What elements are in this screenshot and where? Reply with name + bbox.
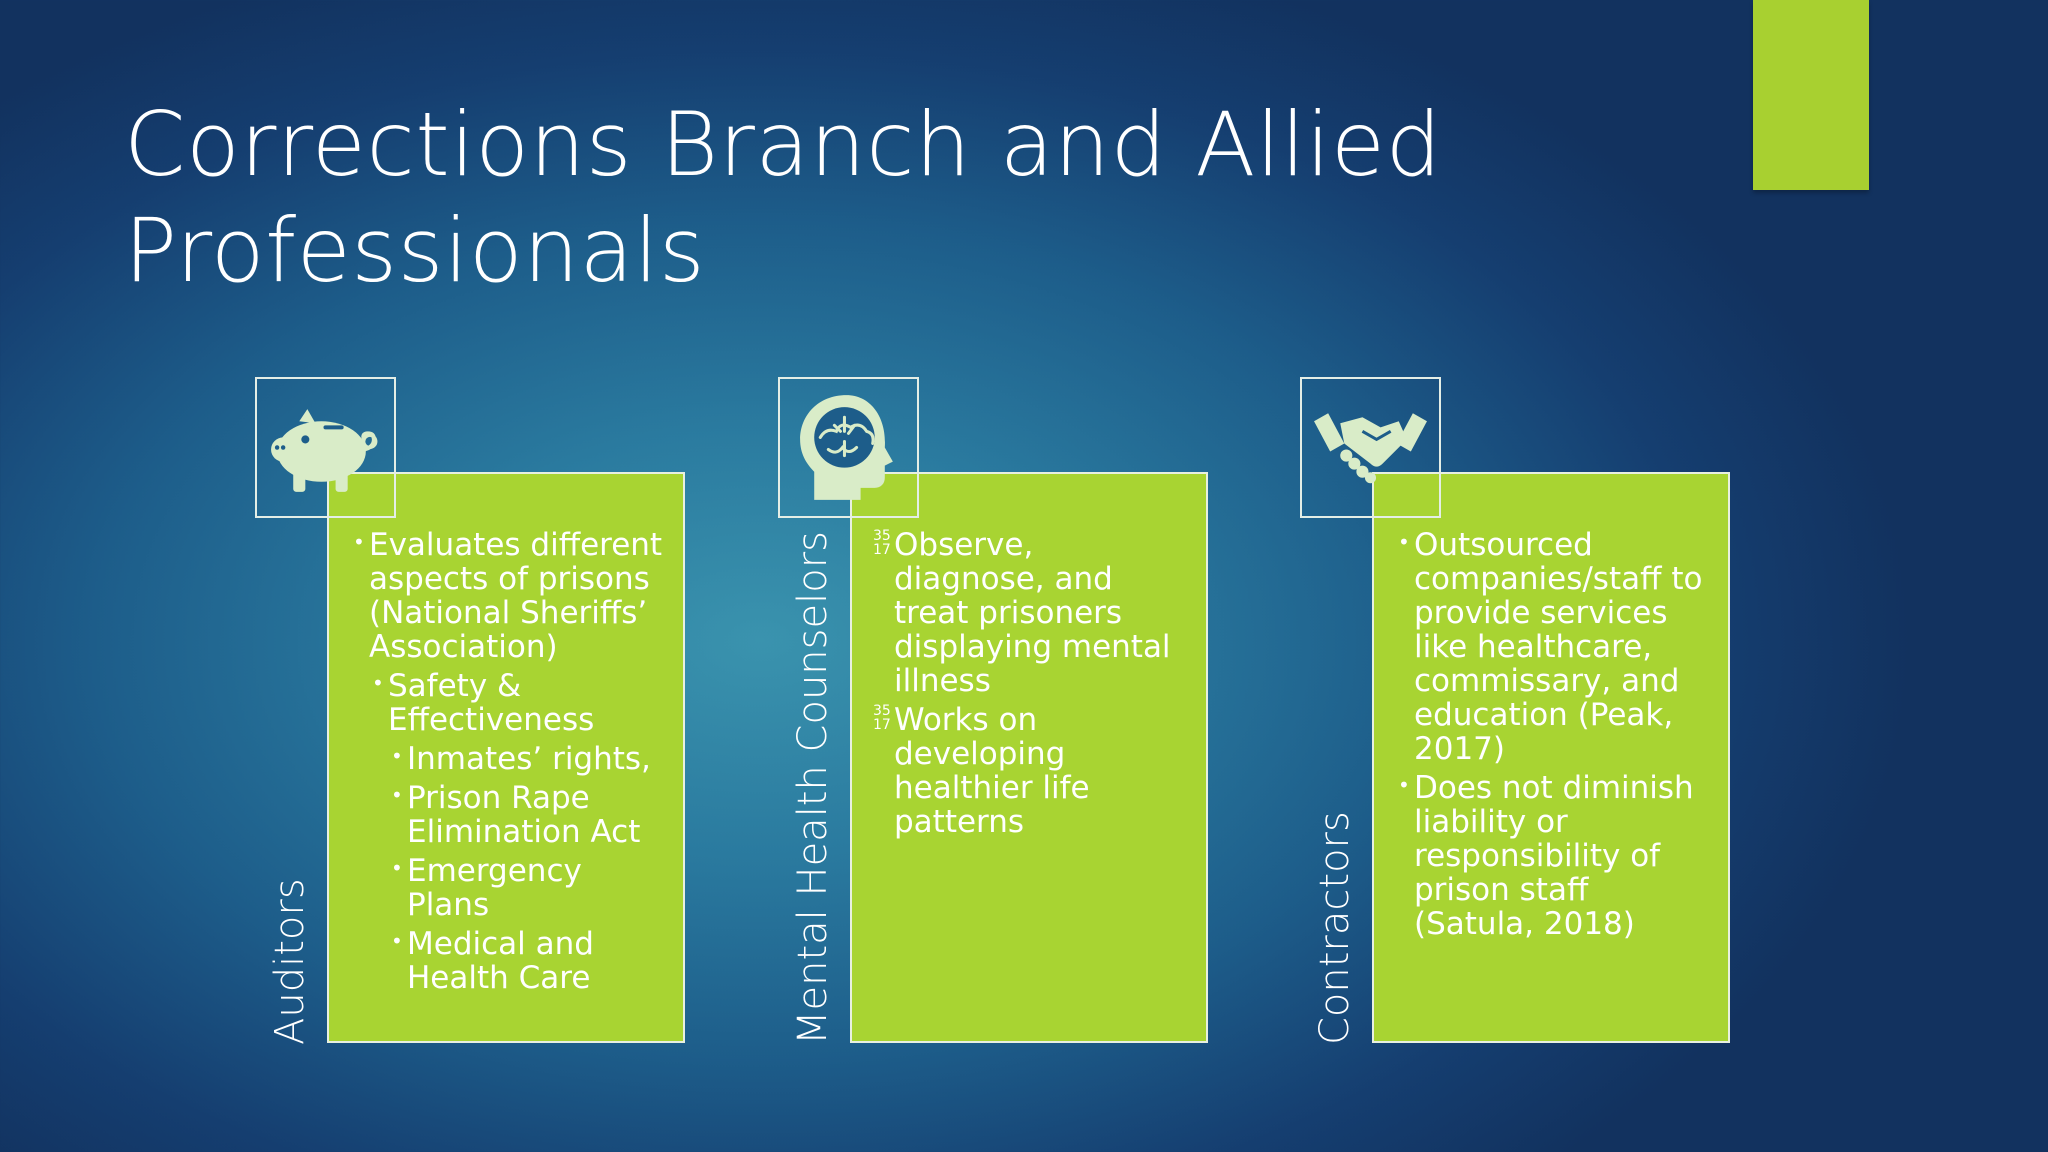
card-panel: Evaluates different aspects of prisons (… — [327, 472, 685, 1043]
card-label: Auditors — [267, 878, 313, 1045]
piggy-bank-icon — [271, 409, 378, 492]
list-item: Emergency Plans — [387, 851, 665, 922]
card-label: Contractors — [1312, 811, 1358, 1045]
bullet-marker: 35 17 — [873, 528, 891, 558]
card-auditors: Evaluates different aspects of prisons (… — [254, 377, 1227, 1045]
list-item: Outsourced companies/staff to provide se… — [1394, 525, 1710, 766]
card-label: Mental Health Counselors — [790, 531, 836, 1045]
list-item: Prison Rape Elimination Act — [387, 778, 665, 849]
list-item: Medical and Health Care — [387, 924, 665, 995]
bullet-list: 35 17 Observe, diagnose, and treat priso… — [872, 528, 1188, 839]
icon-frame — [255, 377, 396, 518]
bullet-list: Evaluates different aspects of prisons (… — [349, 525, 665, 995]
card-mental-health-counselors: 35 17 Observe, diagnose, and treat priso… — [777, 377, 1750, 1045]
handshake-icon — [1314, 413, 1427, 484]
bullet-marker: 35 17 — [873, 703, 891, 733]
list-item: Inmates’ rights, — [387, 739, 665, 776]
card-contractors: Outsourced companies/staff to provide se… — [1299, 377, 2048, 1045]
slide-title: Corrections Branch and Allied Profession… — [124, 93, 1442, 302]
bullet-list: Outsourced companies/staff to provide se… — [1394, 525, 1710, 941]
card-panel: 35 17 Observe, diagnose, and treat priso… — [850, 472, 1208, 1043]
list-item: 35 17 Observe, diagnose, and treat priso… — [873, 527, 1171, 699]
list-item: Evaluates different aspects of prisons (… — [349, 525, 665, 664]
accent-bar — [1753, 0, 1869, 190]
list-item: Safety & Effectiveness — [368, 666, 665, 737]
icon-frame — [778, 377, 919, 518]
card-panel: Outsourced companies/staff to provide se… — [1372, 472, 1730, 1043]
icon-frame — [1300, 377, 1441, 518]
list-item: Does not diminish liability or responsib… — [1394, 768, 1710, 941]
brain-head-icon — [800, 395, 893, 500]
list-item: 35 17 Works on developing healthier life… — [873, 702, 1090, 840]
